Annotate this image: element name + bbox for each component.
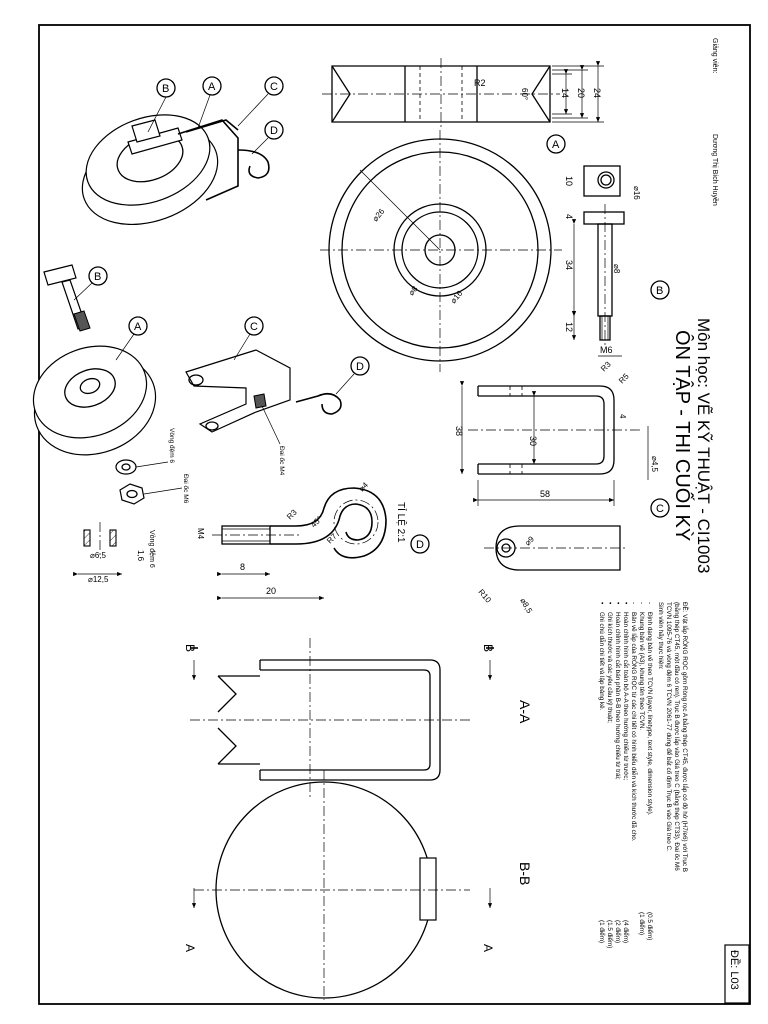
dim-bracket-4: 4 [618,414,627,419]
balloon-d-exploded: D [356,361,364,373]
dim-bracket-r10: R10 [476,588,493,605]
dim-bracket-d45: ⌀4,5 [650,456,659,472]
balloon-b-iso: B [162,83,169,95]
exam-code-box [724,944,750,1004]
dim-bracket-r5: R5 [617,371,631,385]
dim-pulley-d26: ⌀26 [371,207,387,224]
part-d-hook-drawing: ⌀4 R3 45° R7 M4 8 20 TỈ LỆ 2:1 D [196,480,430,601]
sheet-border [38,24,751,1005]
main-title: ÔN TẬP - THI CUỐI KỲ [671,330,695,541]
dim-bracket-30: 30 [528,436,538,446]
balloon-c-exploded: C [250,321,258,333]
task-bullet-6: • [606,602,613,604]
title-block: ÔN TẬP - THI CUỐI KỲ Môn học: VẼ KỸ THUẬ… [671,38,750,1004]
task-text-6: Ghi kích thước và các yêu cầu kỹ thuật; [606,612,615,723]
dim-bracket-d85: ⌀8,5 [518,597,534,616]
washer-detail: ⌀6,5 1,6 ⌀12,5 Vòng đệm 6 [73,522,155,584]
isometric-assembly: B A C D [81,76,284,226]
task-text-2: Khung bản vẽ (A3), khung tên theo TCVN. [638,612,645,730]
section-a-a-drawing: B B A-A [183,638,533,800]
balloon-a-part: A [552,139,560,151]
balloon-b-exploded: B [94,271,101,283]
section-a-letter-right: A [481,944,495,952]
task-bullet-2: - [638,602,645,604]
dim-pulley-20: 20 [576,88,586,98]
part-a-pulley-drawing: R2 60° 14 20 24 A ⌀26 ⌀8 ⌀16 [320,58,604,372]
dim-hook-r3: R3 [285,507,299,521]
balloon-c-part: C [656,503,664,515]
section-b-b-drawing: A A B-B [183,770,533,1000]
balloon-a-exploded: A [134,321,142,333]
part-b-shaft-drawing: 10 ⌀16 4 34 ⌀8 12 M6 B [564,165,670,357]
balloon-c-iso: C [270,81,278,93]
section-b-letter-right: B [481,644,495,652]
intro-line-3: TCVN 1095-76 và vòng đệm 6 TCVN 2061-77 … [665,602,674,852]
task-text-4: Hoàn chỉnh hình cắt toàn bộ A-A theo hướ… [622,612,631,781]
exam-code: ĐỀ: L03 [728,950,741,990]
dim-pulley-r2: R2 [474,78,486,88]
section-aa-label: A-A [517,700,533,724]
dim-bracket-d9: ⌀9 [523,534,536,547]
dim-shaft-10: 10 [564,176,574,186]
section-bb-label: B-B [517,862,533,885]
task-score-7: (1 điểm) [598,920,606,943]
exploded-view: B A Vòng đệm 6 Đai ốc M6 C Đai ốc M4 D [32,264,370,505]
dim-shaft-4: 4 [564,214,574,219]
assignment-text: ĐỀ: Vật lắp RÒNG RỌC gồm Ròng rọc A bằng… [598,602,691,948]
dim-shaft-m6: M6 [600,345,613,355]
task-bullet-7: • [598,602,605,604]
instructor-name: Dương Thị Bích Huyền [711,134,720,206]
task-text-1: Định dạng bản vẽ theo TCVN (layer, linet… [646,612,653,816]
balloon-d-part: D [416,539,424,551]
label-dai-oc-m6: Đai ốc M6 [182,474,191,504]
dim-bracket-38: 38 [454,426,464,436]
task-score-6: (1.5 điểm) [606,920,614,948]
dim-hook-8: 8 [240,562,245,572]
scale-label: TỈ LỆ 2:1 [395,502,408,543]
section-a-letter-left: A [183,944,197,952]
task-bullet-4: • [622,602,629,604]
balloon-d-iso: D [270,125,278,137]
dim-shaft-12: 12 [564,322,574,332]
section-b-letter-left: B [183,644,197,652]
task-score-1: (0.5 điểm) [646,912,654,940]
dim-shaft-d8: ⌀8 [612,264,621,274]
dim-washer-16: 1,6 [136,550,145,562]
dim-bracket-r3: R3 [599,359,613,373]
dim-pulley-14: 14 [560,88,570,98]
dim-washer-d65: ⌀6,5 [90,551,106,560]
task-bullet-3: - [630,602,637,604]
intro-line-2: (bằng thép CT45, một đầu có ren). Trục B… [673,602,682,871]
task-text-5: Hoàn chỉnh hình cắt bán phần B-B theo hư… [614,612,623,780]
task-score-5: (2 điểm) [614,920,622,943]
instructor-label: Giảng viên: [711,38,718,73]
dim-shaft-d16: ⌀16 [632,186,641,200]
subject-title: Môn học: VẼ KỸ THUẬT - CI1003 [694,318,713,573]
dim-pulley-d8: ⌀8 [407,284,420,297]
dim-hook-45: 45° [309,514,324,529]
task-score-2: (1 điểm) [638,912,646,935]
task-text-7: Ghi chú dẫn chi tiết và lập bảng kê. [598,612,607,711]
balloon-a-iso: A [208,81,216,93]
dim-hook-m4: M4 [196,528,205,540]
dim-pulley-60: 60° [520,88,529,100]
balloon-b-part: B [656,285,663,297]
dim-washer-d125: ⌀12,5 [88,575,109,584]
dim-hook-20: 20 [266,586,276,596]
washer-label: Vòng đệm 6 [148,530,155,568]
task-score-4: (4 điểm) [622,920,630,943]
dim-shaft-34: 34 [564,260,574,270]
intro-line-1: ĐỀ: Vật lắp RÒNG RỌC gồm Ròng rọc A bằng… [681,602,691,872]
intro-line-4: Sinh viên hãy thực hiện: [657,602,664,670]
dim-pulley-d16: ⌀16 [449,289,465,306]
task-bullet-1: - [646,602,653,604]
task-text-3: Bản vẽ lắp của RÒNG RỌC từ các chi tiết … [630,612,639,842]
part-c-bracket-drawing: R3 R5 38 30 4 ⌀4,5 58 C ⌀9 R10 ⌀8,5 [454,359,670,616]
label-vong-dem-exploded: Vòng đệm 6 [168,428,175,463]
dim-bracket-58: 58 [540,489,550,499]
dim-pulley-24: 24 [592,88,602,98]
label-dai-oc-m4: Đai ốc M4 [278,446,287,476]
task-bullet-5: • [614,602,621,604]
